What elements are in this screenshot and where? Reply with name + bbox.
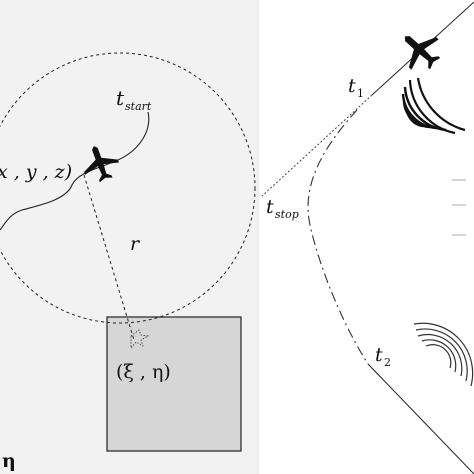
flight-track <box>0 111 150 231</box>
flight-path-lower <box>367 363 474 474</box>
left-panel: t start x , y , z) r (ξ , η) η <box>0 0 259 474</box>
t-stop-subscript: stop <box>275 208 299 221</box>
flight-path-extension <box>261 94 373 197</box>
sound-waves-icon <box>401 77 466 135</box>
t2-subscript: 2 <box>384 356 391 369</box>
wavefront-curve <box>307 109 369 365</box>
distance-label: r <box>130 233 141 255</box>
ground-point-label: (ξ , η) <box>116 361 171 383</box>
t2-label: t <box>375 344 383 366</box>
ground-point-marker <box>130 329 150 350</box>
t-start-label: t <box>116 86 125 110</box>
receiver-area <box>106 316 242 452</box>
t-stop-label: t <box>266 196 274 218</box>
right-panel: t 1 t stop t 2 <box>261 1 474 474</box>
airplane-icon-right <box>404 36 441 70</box>
t1-subscript: 1 <box>357 87 364 100</box>
position-label: x , y , z) <box>0 161 72 183</box>
t1-label: t <box>348 75 356 97</box>
corner-symbol-label: η <box>2 450 16 472</box>
airplane-icon <box>84 146 119 183</box>
distance-line <box>83 174 135 341</box>
scale-ticks <box>452 179 466 236</box>
t-start-subscript: start <box>125 100 152 113</box>
propagation-circle <box>0 52 256 324</box>
sound-waves-icon-lower <box>413 322 474 387</box>
